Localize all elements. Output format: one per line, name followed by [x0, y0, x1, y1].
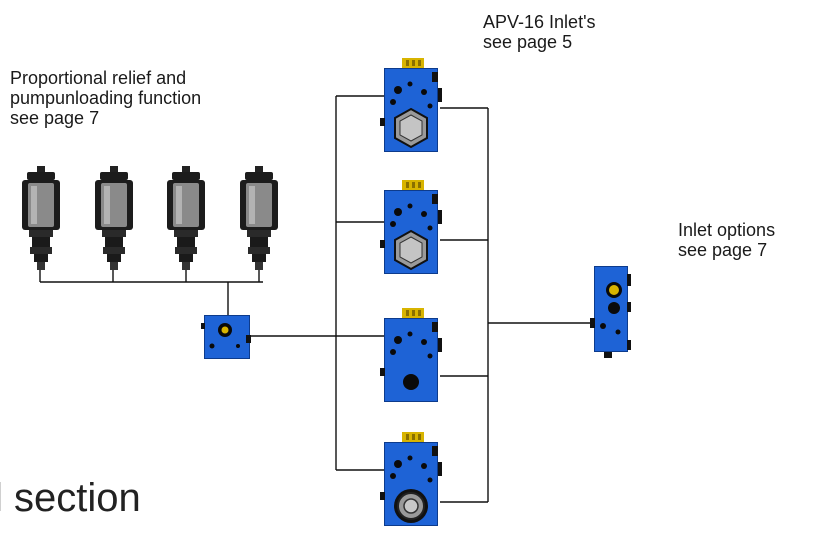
relief-label-line-1: Proportional relief and — [10, 68, 187, 88]
apv-label-line-1: APV-16 Inlet's — [483, 12, 596, 32]
relief-label-line-3: see page 7 — [10, 108, 100, 128]
apv-inlet-block-2 — [380, 180, 442, 274]
relief-label-line-2: pumpunloading function — [10, 88, 202, 108]
section-heading-fragment: l section — [0, 476, 141, 520]
proportional-cartridge-3 — [167, 166, 205, 270]
inlet-options-label: Inlet options see page 7 — [678, 220, 775, 260]
relief-function-label: Proportional relief and pumpunloading fu… — [10, 68, 201, 128]
hydraulic-lines — [39, 95, 592, 503]
relief-manifold-block — [201, 315, 251, 359]
proportional-cartridge-4 — [240, 166, 278, 270]
apv-inlet-block-1 — [380, 58, 442, 152]
proportional-cartridge-2 — [95, 166, 133, 270]
apv-inlet-block-4 — [380, 432, 442, 526]
inlet-options-line-2: see page 7 — [678, 240, 768, 260]
inlet-options-block — [590, 266, 631, 358]
apv-inlet-block-3 — [380, 308, 442, 402]
apv-label-line-2: see page 5 — [483, 32, 573, 52]
proportional-cartridge-1 — [22, 166, 60, 270]
apv-inlet-label: APV-16 Inlet's see page 5 — [483, 12, 596, 52]
inlet-options-line-1: Inlet options — [678, 220, 776, 240]
